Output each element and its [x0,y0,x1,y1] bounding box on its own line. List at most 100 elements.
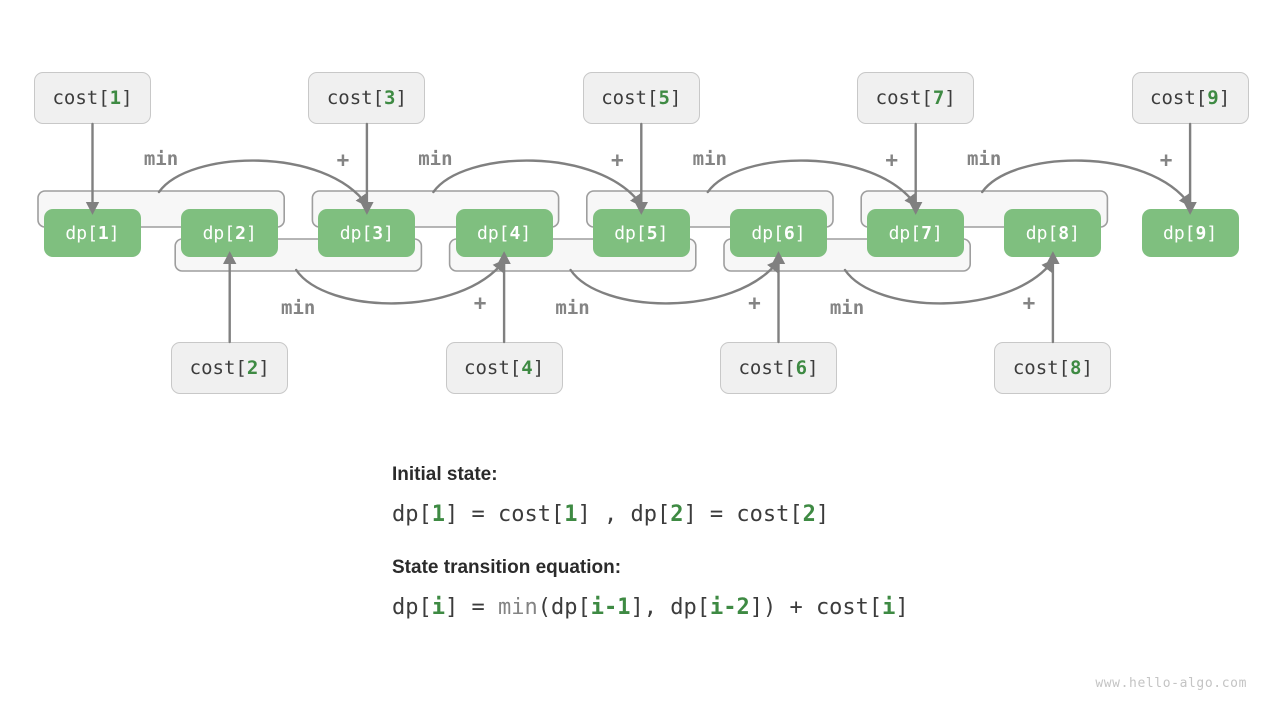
cost-node-6: cost[6] [720,342,837,394]
dp-node-prefix: dp[ [888,222,922,244]
dp-node-prefix: dp[ [1162,222,1196,244]
dp-node-suffix: ] [1206,222,1218,244]
dp-node-5: dp[5] [592,209,690,257]
label-min-top-2: min [418,148,453,170]
eq2-index2: i-1 [590,595,631,620]
cost-node-index: 6 [795,357,808,379]
eq2-part4: ], dp[ [630,595,710,620]
cost-node-index: 1 [109,87,122,109]
label-min-top-1: min [143,148,179,170]
dp-node-prefix: dp[ [202,222,236,244]
eq2-part7: ] [895,595,909,620]
dp-node-index: 6 [783,222,795,244]
cost-node-index: 7 [932,87,945,109]
eq2-index4: i [882,595,896,620]
label-plus-top-3: + [885,148,899,172]
cost-node-prefix: cost[ [1150,87,1208,109]
label-min-bottom-3: min [829,297,865,319]
cost-node-5: cost[5] [582,72,700,124]
dp-node-index: 4 [509,222,521,244]
dp-node-suffix: ] [245,222,257,244]
eq1-index3: 2 [670,502,684,527]
cost-node-1: cost[1] [34,72,151,124]
dp-node-suffix: ] [794,222,806,244]
dp-node-suffix: ] [520,222,532,244]
label-plus-bottom-3: + [1022,291,1036,315]
dp-node-index: 3 [372,222,384,244]
dp-node-prefix: dp[ [339,222,373,244]
label-plus-bottom-1: + [473,291,487,315]
dp-node-suffix: ] [383,222,394,244]
dp-node-index: 8 [1058,222,1070,244]
eq1-part4: ] = cost[ [683,502,803,527]
eq1-part3: ] , dp[ [577,502,671,527]
dp-node-prefix: dp[ [476,222,510,244]
eq2-index3: i-2 [709,595,750,620]
cost-node-prefix: cost[ [464,357,522,379]
cost-node-2: cost[2] [171,342,289,394]
cost-node-9: cost[9] [1131,72,1249,124]
dp-node-2: dp[2] [181,209,279,257]
dp-node-6: dp[6] [730,209,827,257]
cost-node-3: cost[3] [308,72,426,124]
cost-node-suffix: ] [669,87,682,109]
cost-node-suffix: ] [1218,87,1231,109]
eq1-index2: 1 [564,502,578,527]
eq2-part1: dp[ [392,595,432,620]
label-min-top-3: min [692,148,727,170]
label-plus-top-2: + [610,148,624,172]
eq1-part1: dp[ [392,502,432,527]
cost-node-prefix: cost[ [189,357,247,379]
eq2-part2: ] = [445,595,498,620]
dp-node-suffix: ] [931,222,943,244]
cost-node-prefix: cost[ [1012,357,1071,379]
eq1-part5: ] [815,502,830,527]
label-min-bottom-2: min [555,297,590,319]
label-plus-bottom-2: + [748,291,761,315]
eq2-index1: i [431,595,445,620]
eq1-part2: ] = cost[ [445,502,565,527]
dp-node-suffix: ] [108,222,120,244]
cost-node-7: cost[7] [857,72,975,124]
cost-node-prefix: cost[ [52,87,110,109]
cost-node-index: 8 [1070,357,1082,379]
label-min-top-4: min [967,148,1002,170]
eq1-index4: 2 [802,502,816,527]
initial-state-heading: Initial state: [392,464,498,485]
eq2-part3: (dp[ [537,595,591,620]
eq2-part6: + cost[ [776,595,883,620]
dp-node-prefix: dp[ [614,222,647,244]
cost-node-suffix: ] [807,357,819,379]
cost-node-suffix: ] [532,357,545,379]
label-min-bottom-1: min [281,297,316,319]
dp-node-4: dp[4] [455,209,553,257]
cost-node-index: 4 [521,357,533,379]
cost-node-suffix: ] [944,87,956,109]
label-plus-top-4: + [1159,148,1173,172]
dp-node-index: 9 [1195,222,1207,244]
dp-node-1: dp[1] [44,209,141,257]
dp-node-prefix: dp[ [751,222,784,244]
cost-node-prefix: cost[ [601,87,659,109]
cost-node-prefix: cost[ [738,357,796,379]
cost-node-suffix: ] [1081,357,1093,379]
cost-node-index: 2 [246,357,259,379]
transition-heading: State transition equation: [392,557,622,578]
dp-node-7: dp[7] [867,209,965,257]
dp-node-index: 1 [97,222,109,244]
eq2-min-function: min [497,595,538,620]
dp-node-index: 2 [235,222,246,244]
cost-node-index: 5 [658,87,670,109]
cost-node-suffix: ] [121,87,133,109]
dp-node-suffix: ] [1069,222,1080,244]
dp-node-9: dp[9] [1141,209,1239,257]
cost-node-prefix: cost[ [875,87,933,109]
dp-node-suffix: ] [657,222,669,244]
label-plus-top-1: + [336,148,350,172]
initial-state-equation: dp[1] = cost[1] , dp[2] = cost[2] [392,502,1152,527]
explanation-block: Initial state: dp[1] = cost[1] , dp[2] =… [392,464,1152,620]
dp-node-8: dp[8] [1004,209,1102,257]
